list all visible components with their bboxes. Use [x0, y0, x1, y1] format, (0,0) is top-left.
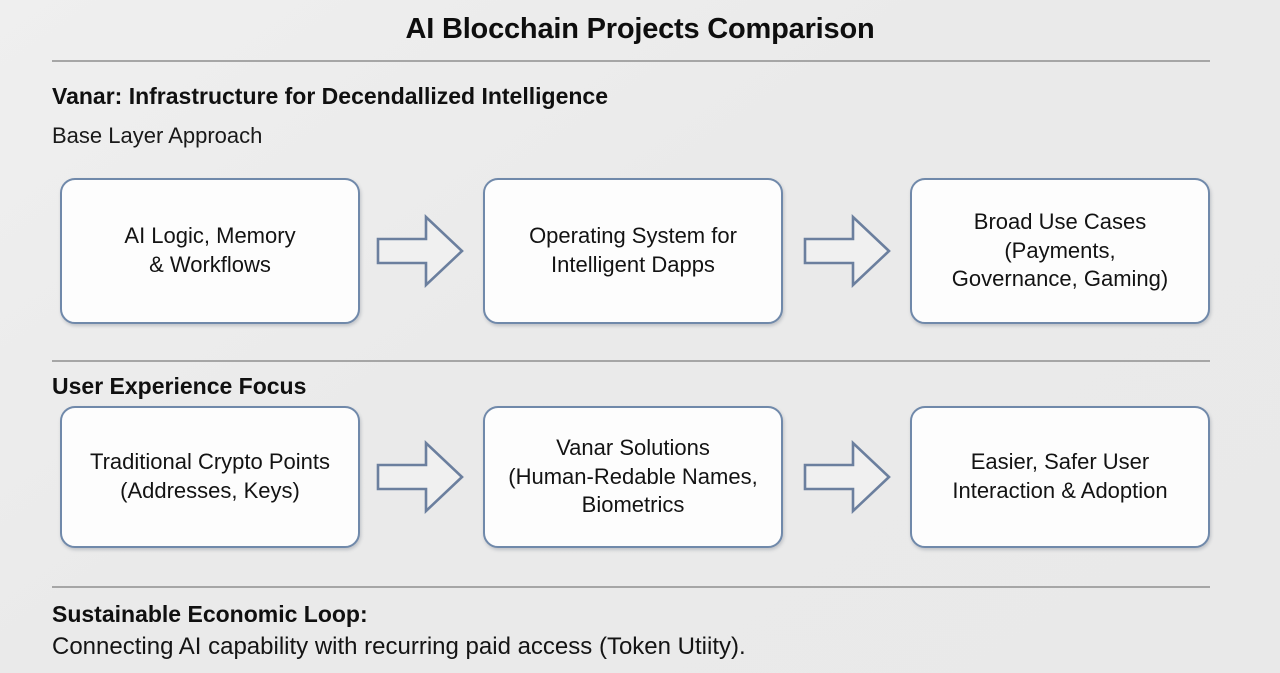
footer-heading-sustainable-economic-loop: Sustainable Economic Loop: [52, 601, 368, 627]
divider-middle [52, 360, 1210, 362]
footer-body-text: Connecting AI capability with recurring … [52, 633, 746, 660]
flow-box-label: Vanar Solutions (Human-Redable Names, Bi… [508, 435, 758, 518]
right-arrow-icon [374, 438, 466, 516]
flow-row-user-experience: Traditional Crypto Points (Addresses, Ke… [0, 406, 1280, 548]
right-arrow-icon [374, 212, 466, 290]
right-arrow-icon [801, 438, 893, 516]
flow-box-ai-logic[interactable]: AI Logic, Memory & Workflows [60, 178, 360, 324]
flow-box-easier-safer-user[interactable]: Easier, Safer User Interaction & Adoptio… [910, 406, 1210, 548]
flow-box-operating-system[interactable]: Operating System for Intelligent Dapps [483, 178, 783, 324]
flow-box-label: Operating System for Intelligent Dapps [529, 223, 737, 277]
section-heading-vanar-infrastructure: Vanar: Infrastructure for Decendallized … [52, 83, 608, 109]
flow-box-label: Easier, Safer User Interaction & Adoptio… [952, 449, 1168, 503]
flow-box-broad-use-cases[interactable]: Broad Use Cases (Payments, Governance, G… [910, 178, 1210, 324]
divider-top [52, 60, 1210, 62]
section-subheading-base-layer: Base Layer Approach [52, 123, 263, 148]
flow-box-label: Broad Use Cases (Payments, Governance, G… [951, 209, 1169, 292]
section-heading-user-experience-focus: User Experience Focus [52, 373, 307, 399]
divider-bottom [52, 586, 1210, 588]
flow-row-infrastructure: AI Logic, Memory & Workflows Operating S… [0, 178, 1280, 324]
page-title: AI Blocchain Projects Comparison [405, 13, 875, 45]
flow-box-traditional-crypto-points[interactable]: Traditional Crypto Points (Addresses, Ke… [60, 406, 360, 548]
flow-box-vanar-solutions[interactable]: Vanar Solutions (Human-Redable Names, Bi… [483, 406, 783, 548]
right-arrow-icon [801, 212, 893, 290]
flow-box-label: Traditional Crypto Points (Addresses, Ke… [89, 449, 331, 503]
flow-box-label: AI Logic, Memory & Workflows [124, 223, 296, 277]
